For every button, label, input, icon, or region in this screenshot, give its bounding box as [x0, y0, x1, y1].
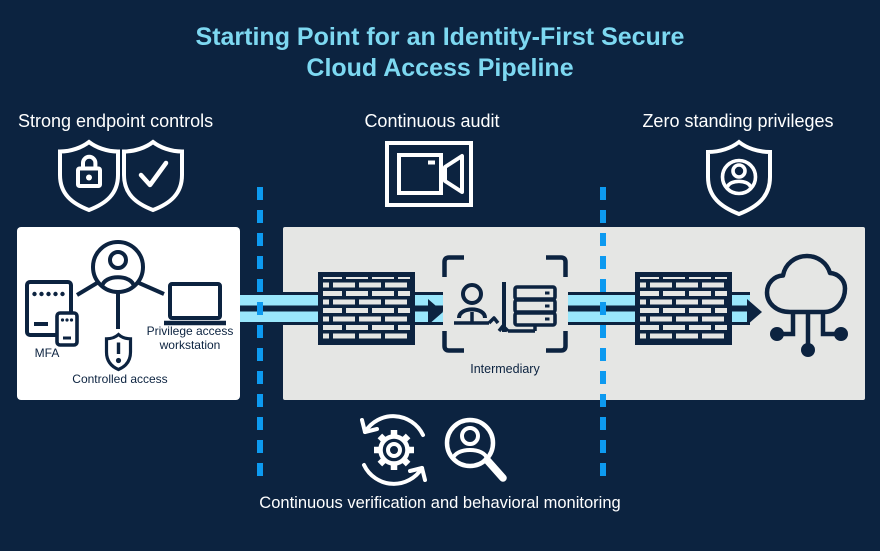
bracket-frame-icon — [442, 255, 568, 353]
section-label-zero-standing-privileges: Zero standing privileges — [642, 111, 834, 131]
pipeline-arrow-2 — [747, 299, 762, 325]
pipeline-pipe-segment-4 — [732, 292, 750, 325]
gear-sync-icon — [360, 414, 427, 486]
page-title-line1: Starting Point for an Identity-First Sec… — [195, 23, 685, 51]
dashed-separator-left — [257, 187, 263, 481]
shield-alert-icon — [104, 332, 133, 372]
page-title: Starting Point for an Identity-First Sec… — [0, 22, 880, 84]
intermediary-group-icon — [442, 255, 568, 353]
shield-user-icon — [706, 139, 772, 217]
controlled-access-label: Controlled access — [72, 372, 168, 386]
page-title-line2: Cloud Access Pipeline — [306, 54, 574, 82]
section-label-endpoint-controls: Strong endpoint controls — [18, 111, 214, 131]
endpoint-box-icons — [25, 240, 226, 372]
video-camera-icon — [385, 141, 473, 207]
user-search-icon — [444, 417, 507, 482]
server-icon — [497, 285, 557, 333]
user-icon — [454, 283, 500, 325]
mfa-devices-icon — [25, 280, 79, 347]
dashed-separator-right — [600, 187, 606, 481]
footer-caption: Continuous verification and behavioral m… — [259, 494, 621, 512]
user-circle-icon — [91, 240, 145, 294]
shield-lock-icon — [58, 139, 120, 213]
firewall-icon — [318, 272, 415, 345]
pipeline-arrow-1 — [428, 299, 443, 325]
workstation-label: Privilege access workstation — [146, 324, 234, 352]
cloud-icon — [764, 253, 848, 357]
pipeline-pipe-segment-1 — [240, 292, 318, 325]
firewall-icon — [635, 272, 732, 345]
intermediary-label: Intermediary — [470, 362, 540, 376]
cloud-connectors — [783, 312, 835, 345]
section-label-continuous-audit: Continuous audit — [364, 111, 500, 131]
connector-lines — [75, 281, 165, 329]
shield-check-icon — [122, 139, 184, 213]
mfa-label: MFA — [34, 346, 60, 360]
laptop-icon — [164, 282, 226, 326]
